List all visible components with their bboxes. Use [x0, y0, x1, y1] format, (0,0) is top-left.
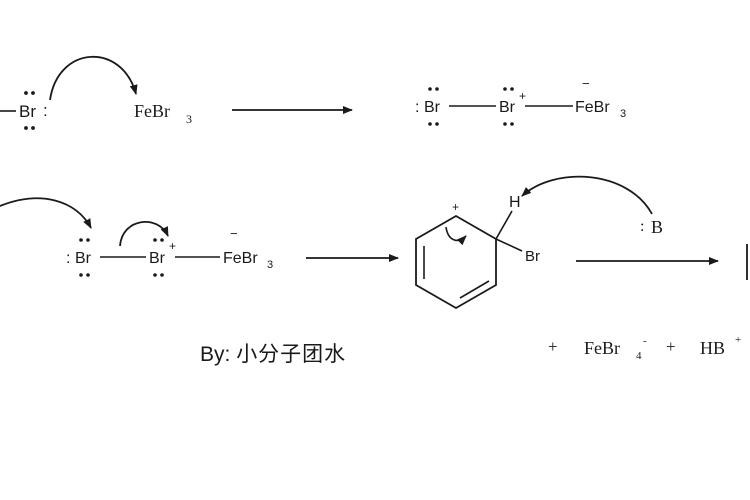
step-2: : Br Br + FeBr 3 − + — [0, 175, 748, 310]
electron-push-arrow — [49, 55, 138, 101]
plus-sign: + — [548, 337, 558, 356]
lone-pair-left: : — [640, 218, 644, 235]
lone-pair-dot — [24, 126, 28, 130]
plus-sign: + — [666, 337, 676, 356]
subscript-3: 3 — [267, 259, 273, 271]
negative-charge: − — [582, 76, 590, 91]
bromine-label: Br — [499, 99, 516, 116]
febr-label: FeBr — [134, 101, 170, 121]
lone-pair-dot — [428, 87, 432, 91]
credit-name: 小分子团水 — [236, 342, 347, 366]
byproducts: + FeBr 4 - + HB + — [548, 334, 741, 362]
bromine-label: Br — [149, 250, 166, 267]
arenium-ion: + H Br — [415, 194, 540, 310]
deprotonation-arrow — [521, 175, 653, 215]
c-h-bond — [495, 210, 513, 240]
febr-label: FeBr — [223, 250, 258, 267]
bromine-febr3-complex: : Br Br + FeBr 3 − — [66, 226, 273, 277]
lone-pair-dot — [31, 126, 35, 130]
positive-charge: + — [519, 89, 526, 103]
lone-pair-dot — [435, 122, 439, 126]
lone-pair-dot — [160, 273, 164, 277]
lone-pair-dot — [503, 87, 507, 91]
lone-pair-left: : — [66, 250, 70, 267]
lone-pair-dot — [79, 238, 83, 242]
lone-pair-dot — [79, 273, 83, 277]
c-br-bond — [495, 238, 523, 252]
lone-pair-dot — [428, 122, 432, 126]
hb-label: HB — [700, 338, 725, 358]
double-bond-line — [459, 280, 490, 299]
subscript-4: 4 — [636, 350, 642, 362]
lone-pair-dot — [86, 273, 90, 277]
hydrogen-label: H — [509, 194, 521, 211]
charge-delocalization-arrow — [445, 226, 467, 246]
bromine-febr3-complex: : Br Br + FeBr 3 − — [415, 76, 626, 126]
benzene-ring — [415, 214, 497, 310]
positive-charge: + — [735, 334, 741, 346]
lone-pair-dot — [86, 238, 90, 242]
lone-pair-dot — [153, 238, 157, 242]
febr-label: FeBr — [575, 99, 610, 116]
lone-pair-dot — [153, 273, 157, 277]
bromine-label: Br — [19, 102, 36, 121]
febr-label: FeBr — [584, 338, 620, 358]
negative-charge: - — [643, 335, 647, 347]
lone-pair-dot — [24, 91, 28, 95]
lone-pair-dot — [510, 87, 514, 91]
positive-charge: + — [452, 200, 459, 214]
lone-pair-dot — [31, 91, 35, 95]
iron-bromide: FeBr 3 — [134, 101, 192, 126]
bond-cleavage-arrow — [119, 221, 169, 247]
lone-pair-dot — [435, 87, 439, 91]
lone-pair-dot — [503, 122, 507, 126]
base-label: B — [651, 217, 663, 237]
author-credit: By: 小分子团水 — [200, 338, 346, 368]
credit-prefix: By: — [200, 343, 231, 366]
negative-charge: − — [230, 226, 238, 241]
bromine-label: Br — [525, 248, 540, 265]
subscript-3: 3 — [186, 112, 192, 126]
lone-pair-dot — [510, 122, 514, 126]
bromine-label: Br — [424, 99, 441, 116]
bromine-atom-1: Br : — [0, 91, 48, 130]
lone-pair-dot — [160, 238, 164, 242]
electron-push-arrow — [0, 197, 92, 229]
positive-charge: + — [169, 239, 176, 253]
lone-pair-left: : — [415, 99, 419, 116]
subscript-3: 3 — [620, 108, 626, 120]
bromine-label: Br — [75, 250, 92, 267]
lone-pair-right: : — [43, 101, 48, 120]
step-1: Br : FeBr 3 : Br Br — [0, 55, 626, 130]
